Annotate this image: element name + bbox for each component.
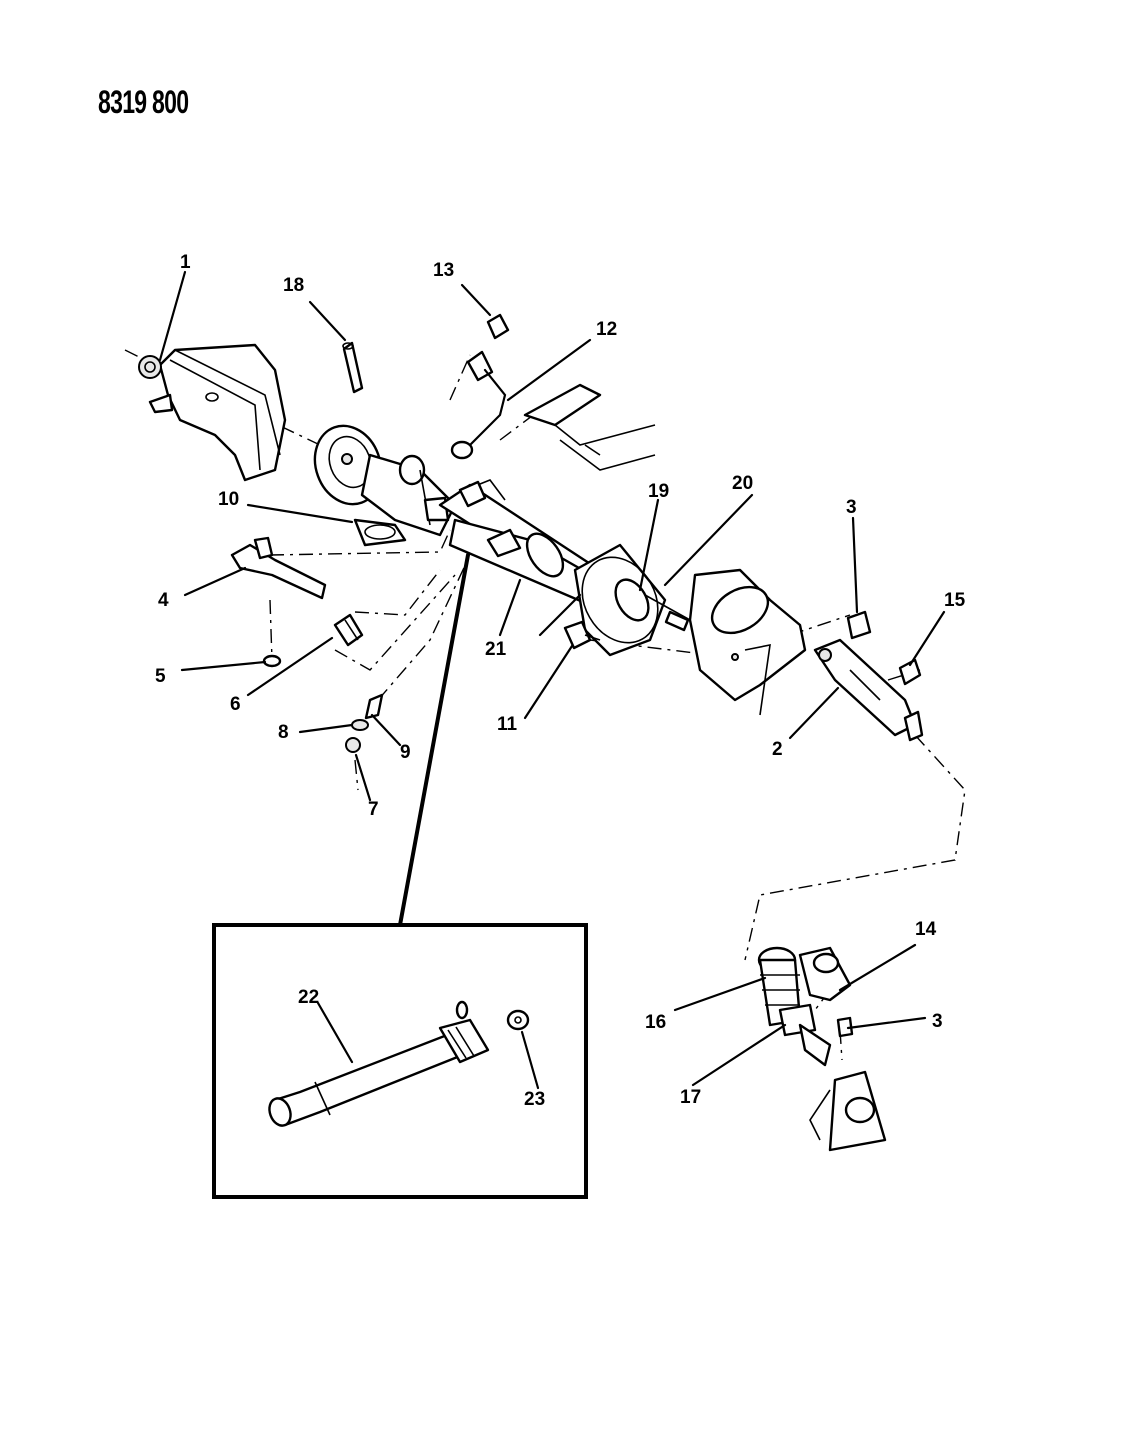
callout-6: 6 (230, 694, 241, 715)
callout-21: 21 (485, 639, 507, 660)
callout-17: 17 (680, 1087, 701, 1108)
lock-pin (342, 341, 364, 394)
washer-part-23 (506, 1009, 530, 1031)
callout-18: 18 (283, 275, 304, 296)
mounting-bracket (523, 383, 656, 471)
callout-9: 9 (400, 742, 411, 763)
callout-10: 10 (218, 489, 239, 510)
shaft-part-22 (268, 1000, 490, 1127)
horn-cover (148, 343, 287, 482)
lower-bracket (230, 536, 327, 600)
nut-part-1 (138, 355, 162, 379)
stud-part-9 (364, 693, 384, 720)
callout-2: 2 (772, 739, 783, 760)
callout-7: 7 (368, 799, 379, 820)
callout-20: 20 (732, 473, 753, 494)
callout-3-lower: 3 (932, 1011, 943, 1032)
callout-8: 8 (278, 722, 289, 743)
callout-4: 4 (158, 590, 169, 611)
bolt-part-11 (563, 620, 601, 650)
washer-part-8 (351, 719, 369, 731)
callout-3: 3 (846, 497, 857, 518)
wire-clip (450, 313, 510, 460)
cable-bracket-part-2 (813, 638, 924, 742)
callout-19: 19 (648, 481, 669, 502)
callout-12: 12 (596, 319, 617, 340)
callout-14: 14 (915, 919, 937, 940)
diagram-number: 8319 800 (98, 84, 189, 120)
callout-5: 5 (155, 666, 166, 687)
callout-13: 13 (433, 260, 454, 281)
leader-lines (158, 270, 946, 1087)
switch-part-10 (353, 518, 407, 547)
bolt-part-15 (898, 658, 922, 686)
nut-part-7 (345, 737, 361, 753)
screw-part-5 (262, 654, 282, 668)
callout-22: 22 (298, 987, 319, 1008)
callout-23: 23 (524, 1089, 545, 1110)
callout-labels: 1 2 3 4 5 6 7 8 9 10 11 12 13 14 15 16 1… (155, 252, 966, 1110)
fitting-part-3-upper (846, 610, 872, 640)
inset-detail (212, 553, 588, 1199)
callout-15: 15 (944, 590, 966, 611)
callout-1: 1 (180, 252, 191, 273)
callout-11: 11 (497, 714, 518, 735)
dash-panel-plate (688, 568, 807, 716)
rack-assembly (757, 946, 887, 1152)
clip-part-6 (333, 613, 364, 647)
callout-16: 16 (645, 1012, 666, 1033)
